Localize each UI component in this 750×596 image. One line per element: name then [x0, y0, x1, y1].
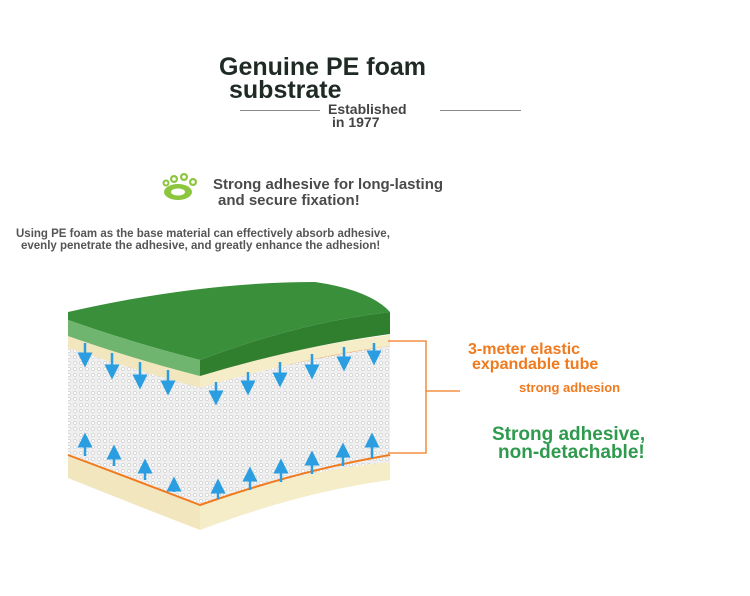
- non-detachable-callout: Strong adhesive, non-detachable!: [492, 424, 646, 463]
- feature-text: Strong adhesive for long-lasting and sec…: [213, 177, 443, 209]
- established-line-1: Established: [328, 101, 407, 117]
- tube-line-2: expandable tube: [472, 356, 599, 373]
- strong-line-1: Strong adhesive,: [492, 424, 646, 445]
- feature-line-1: Strong adhesive for long-lasting: [213, 176, 444, 193]
- title-line-1: Genuine PE foam: [219, 53, 426, 81]
- strong-adhesion-callout: strong adhesion: [519, 380, 621, 395]
- page-title: Genuine PE foam substrate: [219, 53, 426, 104]
- bottom-liner: [68, 455, 390, 530]
- tube-line-1: 3-meter elastic: [468, 341, 581, 358]
- divider-left: [240, 110, 320, 111]
- divider-right: [440, 110, 521, 111]
- green-top-layer: [68, 282, 390, 376]
- paw-print-icon: [160, 171, 200, 203]
- established-line-2: in 1977: [332, 114, 380, 130]
- established-text: Established in 1977: [328, 101, 407, 130]
- title-line-2: substrate: [229, 76, 342, 104]
- description-line-1: Using PE foam as the base material can e…: [16, 228, 390, 240]
- tube-callout: 3-meter elastic expandable tube: [468, 341, 599, 373]
- strong-line-2: non-detachable!: [498, 442, 645, 463]
- feature-line-2: and secure fixation!: [218, 192, 360, 209]
- callout-bracket: [388, 340, 427, 454]
- up-arrows: [77, 432, 380, 499]
- description: Using PE foam as the base material can e…: [16, 228, 390, 252]
- down-arrows: [77, 343, 382, 406]
- description-line-2: evenly penetrate the adhesive, and great…: [21, 240, 381, 252]
